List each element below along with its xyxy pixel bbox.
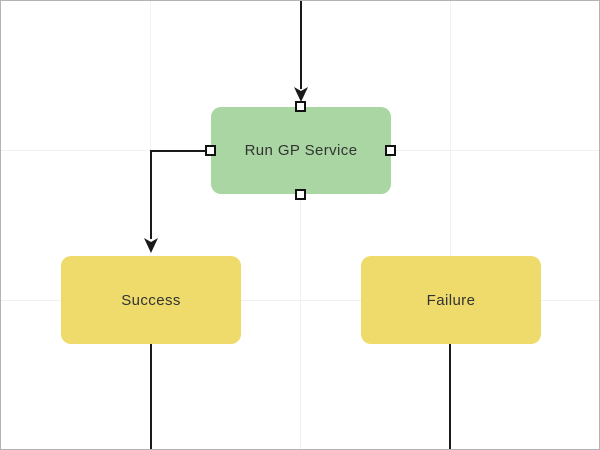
node-failure-label: Failure xyxy=(426,291,476,309)
node-failure[interactable]: Failure xyxy=(361,256,541,344)
node-success-label: Success xyxy=(121,291,181,309)
connection-handle-bottom[interactable] xyxy=(295,189,306,200)
connector-gp-to-success[interactable] xyxy=(150,150,205,239)
arrowhead-incoming-top xyxy=(294,87,308,102)
connection-handle-top[interactable] xyxy=(295,101,306,112)
node-success[interactable]: Success xyxy=(61,256,241,344)
connection-handle-right[interactable] xyxy=(385,145,396,156)
connection-handle-left[interactable] xyxy=(205,145,216,156)
node-run-gp-service-label: Run GP Service xyxy=(244,142,358,159)
node-run-gp-service[interactable]: Run GP Service xyxy=(211,107,391,194)
arrowhead-gp-to-success xyxy=(144,238,158,253)
